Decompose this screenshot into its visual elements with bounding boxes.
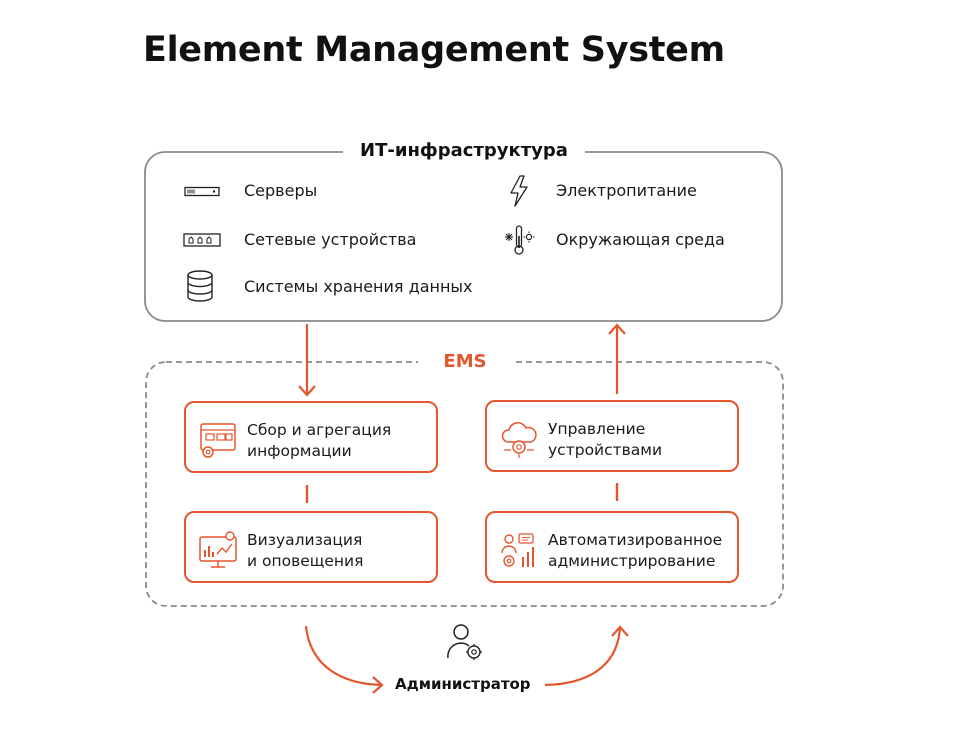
thermometer-icon [505,225,535,255]
ems-box-line: устройствами [548,441,663,459]
infra-item-power: Электропитание [556,181,697,200]
database-icon [187,270,213,302]
infra-item-storage: Системы хранения данных [244,277,473,296]
admin-user-icon [447,624,482,660]
ems-box-visualization: Визуализация и оповещения [184,511,438,583]
admin-label: Администратор [395,675,531,693]
automation-icon [501,533,534,567]
ems-box-automation: Автоматизированное администрирование [485,511,739,583]
infrastructure-title: ИТ-инфраструктура [343,139,585,163]
infra-item-environment: Окружающая среда [556,230,725,249]
ems-box-line: администрирование [548,552,716,570]
cloud-gear-icon [501,422,537,458]
ems-frame [145,361,784,607]
server-icon [184,186,220,197]
arrow-from-admin [544,626,622,687]
ems-box-line: Управление [548,420,646,438]
infra-item-servers: Серверы [244,181,318,200]
ems-box-line: Визуализация [247,531,363,549]
ems-box-line: Сбор и агрегация [247,421,392,439]
arrow-to-admin [304,625,383,687]
ems-box-data-collection: Сбор и агрегация информации [184,401,438,473]
ems-box-line: информации [247,442,352,460]
data-collection-icon [200,423,236,458]
ems-box-line: и оповещения [247,552,364,570]
ems-box-line: Автоматизированное [548,531,723,549]
lightning-icon [510,175,528,207]
network-device-icon [183,233,221,247]
ems-box-device-management: Управление устройствами [485,400,739,472]
visualization-icon [199,531,237,568]
ems-title: EMS [418,350,512,374]
infra-item-network: Сетевые устройства [244,230,417,249]
page-title: Element Management System [143,30,725,70]
